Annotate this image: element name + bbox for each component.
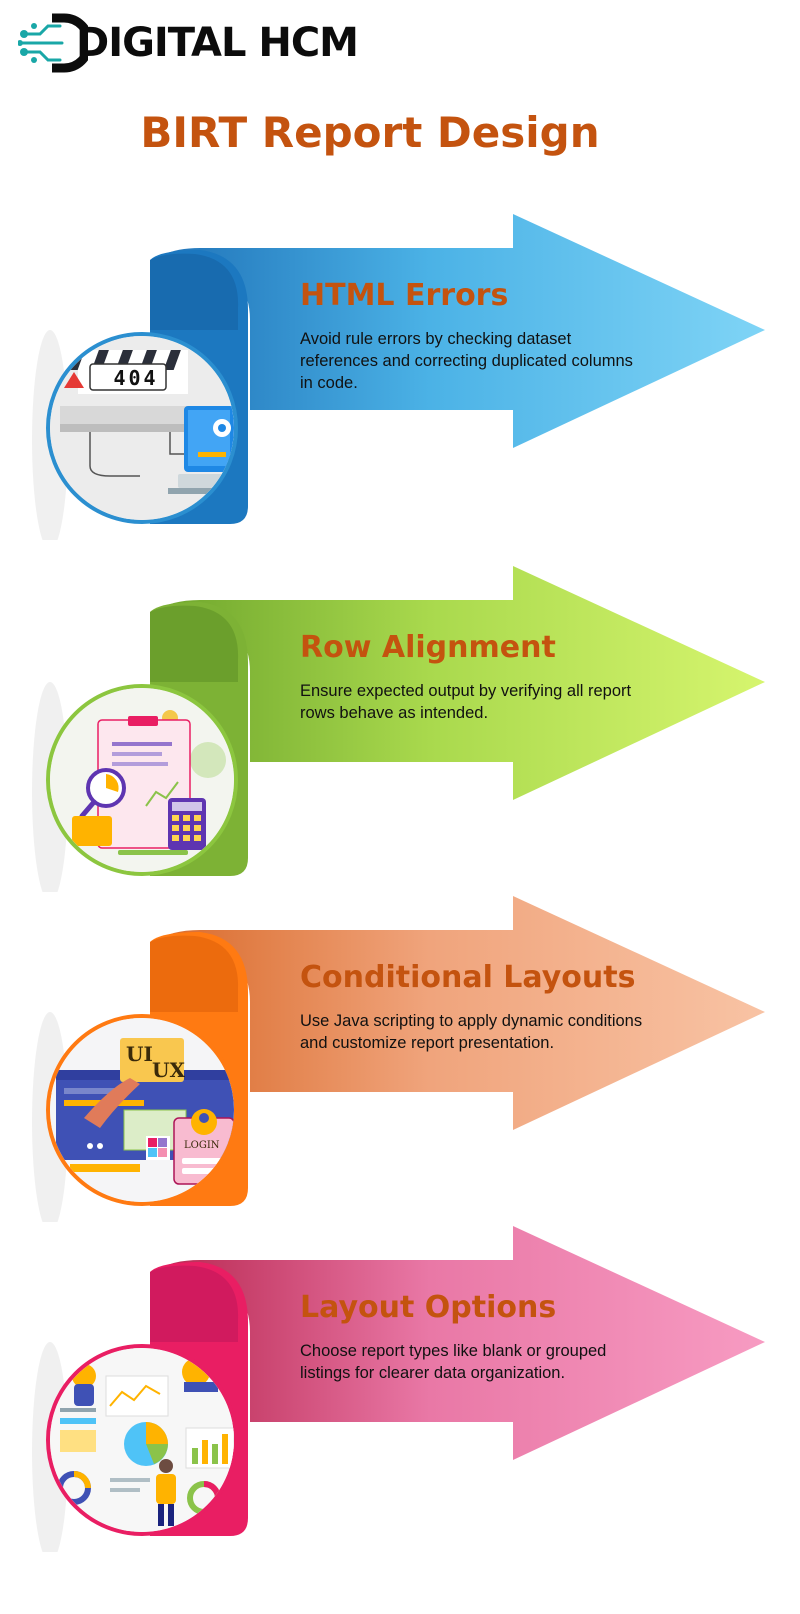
illustration-circle xyxy=(46,1344,238,1536)
card-title: Row Alignment xyxy=(300,630,556,665)
ui-tag: UI xyxy=(126,1042,153,1066)
illustration-circle: UI UX LOGIN xyxy=(46,1014,238,1206)
dashboard-charts-icon xyxy=(50,1348,234,1532)
illustration-circle: 404 xyxy=(46,332,238,524)
error-404-icon xyxy=(50,336,234,520)
illustration-circle xyxy=(46,684,238,876)
card-row-alignment: Row Alignment Ensure expected output by … xyxy=(0,562,800,892)
card-html-errors: 404 HTML Errors Avoid rule errors by che… xyxy=(0,210,800,540)
report-analysis-icon xyxy=(50,688,234,872)
card-title: HTML Errors xyxy=(300,278,509,313)
card-description: Avoid rule errors by checking dataset re… xyxy=(300,330,633,392)
ux-tag: UX xyxy=(152,1058,185,1082)
login-tag: LOGIN xyxy=(184,1140,220,1151)
error-code-badge: 404 xyxy=(113,366,159,390)
brand-logo-text: DIGITAL HCM xyxy=(76,20,359,66)
card-layout-options: Layout Options Choose report types like … xyxy=(0,1222,800,1552)
card-description: Choose report types like blank or groupe… xyxy=(300,1342,607,1382)
page-title: BIRT Report Design xyxy=(140,108,600,157)
card-description: Use Java scripting to apply dynamic cond… xyxy=(300,1012,643,1052)
brand-logo: DIGITAL HCM xyxy=(17,12,359,74)
card-conditional-layouts: UI UX LOGIN Conditional Layouts Use Java… xyxy=(0,892,800,1222)
card-title: Layout Options xyxy=(300,1290,557,1325)
card-title: Conditional Layouts xyxy=(300,960,636,995)
card-description: Ensure expected output by verifying all … xyxy=(300,682,632,722)
ui-ux-design-icon xyxy=(50,1018,234,1202)
